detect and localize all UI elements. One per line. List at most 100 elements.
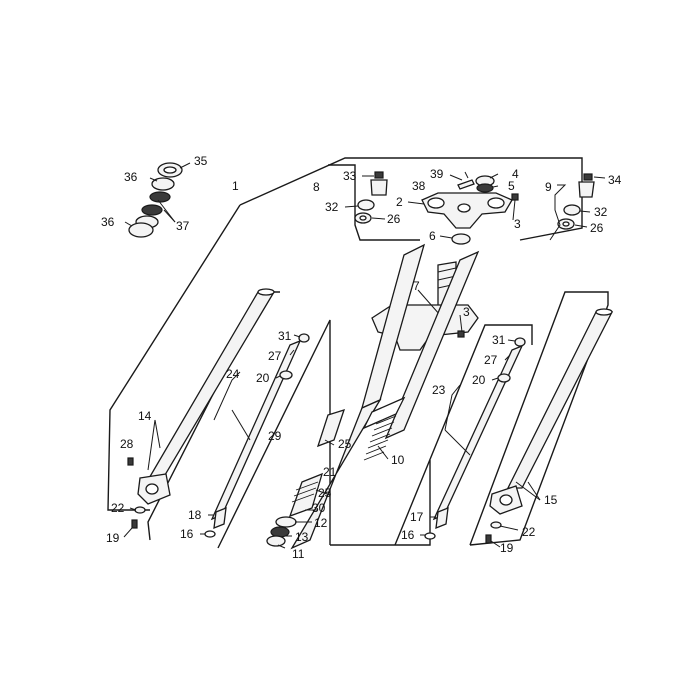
top-yoke [421,171,519,245]
callout-3-top: 3 [514,217,521,231]
outer-leg-14-top [257,288,275,296]
damper-rod-23 [424,337,526,540]
callout-27-right: 27 [484,353,498,367]
inner-tube-left-lower [290,398,382,550]
ring-16-right [424,532,436,540]
cap-bolt-34 [583,173,593,181]
callout-30: 30 [312,501,326,515]
yoke-left-bore [427,197,445,209]
inner-tube-left [290,243,426,550]
callout-15: 15 [544,493,558,507]
callout-18: 18 [188,508,202,522]
callout-3-lower: 3 [463,305,470,319]
callout-27-left: 27 [268,349,282,363]
callout-12: 12 [314,516,328,530]
bearing-cup-top-inner [163,166,177,174]
callout-16-left: 16 [180,527,194,541]
bolt-19-right [485,534,492,544]
o-ring-32-right [563,204,581,216]
callout-20-right: 20 [472,373,486,387]
inner-tube-right-body [384,250,480,440]
bolt-19-left [131,519,138,529]
inner-tube-right [384,250,480,440]
callout-13: 13 [295,530,309,544]
seal-25-lower [288,472,324,518]
callout-5: 5 [508,179,515,193]
callout-31-right: 31 [492,333,506,347]
callout-38: 38 [412,179,426,193]
callout-6: 6 [429,229,436,243]
cap-bolt-33 [374,171,384,179]
callout-22-right: 22 [522,525,536,539]
bearing-cup-bottom [128,222,154,238]
callout-25-upper: 25 [338,437,352,451]
callout-7: 7 [413,279,420,293]
right-tube-frame [469,291,609,546]
washer-26-right-hole [562,221,570,227]
clamp-bolt-3-lower [457,330,465,338]
left-inner-frame [217,319,331,549]
center-frame [330,460,431,546]
callout-26-right: 26 [590,221,604,235]
yoke-center-bore [457,203,471,213]
callout-20-left: 20 [256,371,270,385]
callout-21: 21 [323,465,337,479]
ball-bearing-b [141,204,163,216]
ring-16-left [204,530,216,538]
rod-23-tip-17 [435,506,449,530]
callout-11: 11 [292,547,305,561]
damper-rod-24 [204,333,310,538]
o-ring-32-left [357,199,375,211]
fork-spring-10 [362,396,406,461]
clamp-bolt-3 [511,193,519,201]
callout-2: 2 [396,195,403,209]
callout-labels: 1 35 36 36 37 8 33 32 26 39 4 38 5 2 3 6… [101,154,622,561]
callout-14: 14 [138,409,152,423]
rod-23-ring-20 [497,373,511,383]
bushing-13 [266,535,286,547]
stem-washer-5 [476,183,494,193]
callout-32-left: 32 [325,200,339,214]
top-cap-right [578,181,595,198]
callout-4: 4 [512,167,519,181]
top-clamp-frame [328,164,420,241]
callout-28: 28 [120,437,134,451]
callout-23: 23 [432,383,446,397]
callout-36-top: 36 [124,170,138,184]
pinch-bolt-38 [457,179,475,190]
right-cap-set [557,173,595,230]
yoke-right-bore [487,197,505,209]
callout-25-lower: 25 [318,486,332,500]
stem-bearing-6 [451,233,471,245]
callout-31-left: 31 [278,329,292,343]
callout-32-right: 32 [594,205,608,219]
callout-19-right: 19 [500,541,514,555]
callout-33: 33 [343,169,357,183]
rod-24-tip-18 [213,506,227,530]
callout-19-left: 19 [106,531,120,545]
callout-24: 24 [226,367,240,381]
callout-29: 29 [268,429,282,443]
callout-39: 39 [430,167,444,181]
washer-26-left-hole [359,215,367,221]
callout-9: 9 [545,180,552,194]
callout-22-left: 22 [111,501,125,515]
callout-8: 8 [313,180,320,194]
ball-bearing-a [149,191,171,203]
callout-17: 17 [410,510,424,524]
axle-bore-14 [145,483,159,495]
bolt-28 [127,457,134,466]
rod-24-ring-20 [279,370,293,380]
callout-37: 37 [176,219,190,233]
callout-34: 34 [608,173,622,187]
spring-top-cap [362,396,406,430]
rod-24-cap-31 [298,333,310,343]
callout-26-left: 26 [387,212,401,226]
callout-36-bottom: 36 [101,215,115,229]
washer-30 [275,516,297,528]
axle-bore-15 [499,494,513,506]
bearing-ring-a [151,177,175,191]
callout-10: 10 [391,453,405,467]
bearing-kit [128,162,183,238]
